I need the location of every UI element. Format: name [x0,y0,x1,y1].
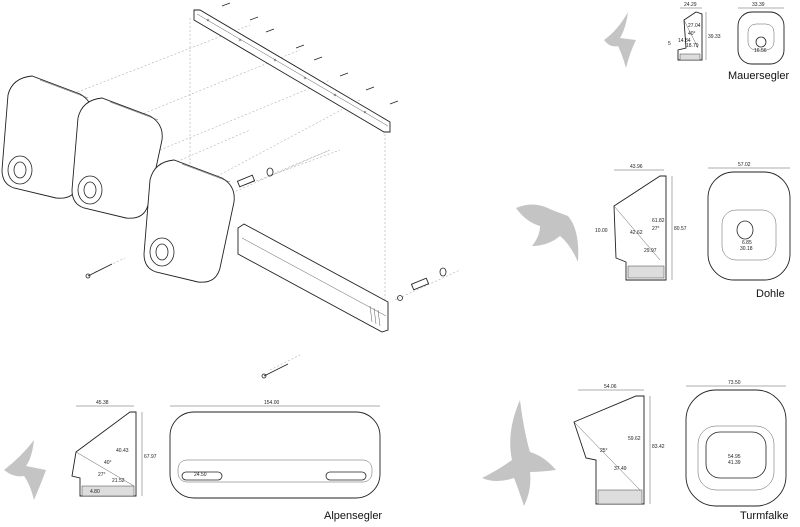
dohle-front-drawing: 57.02 6.85 30.18 [707,162,791,281]
dohle-dim-c: 29.97 [644,248,657,254]
alpensegler-angle: 40° [104,460,112,466]
mauersegler-height-dim: 39.33 [708,34,721,40]
nest-box-3 [143,159,235,283]
turmfalke-top-width-dim: 73.50 [728,380,741,386]
mauersegler-front-drawing: 33.39 16.56 [737,2,785,65]
mauersegler-top-width-dim: 33.39 [752,2,765,8]
mauersegler-dim-d: 5 [668,41,671,47]
turmfalke-dim-b: 37.49 [614,466,627,472]
long-screws [85,263,289,379]
mauersegler-dim-b: 14.84 [678,38,691,44]
bottom-mounting-rail [237,223,389,333]
turmfalke-dim-d: 41.39 [728,460,741,466]
mauersegler-dim-f: 16.56 [754,48,767,54]
turmfalke-width-dim: 54.06 [604,384,617,390]
anchor-dowels [236,167,447,301]
jackdaw-silhouette-icon [516,204,579,262]
mauersegler-section-drawing: 24.29 39.33 27.04 40° 14.84 18.79 5 [668,2,721,61]
turmfalke-front-drawing: 73.50 54.95 41.39 [685,380,787,507]
alpensegler-dim-c: 4.80 [90,489,100,495]
mauersegler-dim-a: 27.04 [688,23,701,29]
dohle-dim-f: 30.18 [740,246,753,252]
kestrel-silhouette-icon [482,400,556,506]
turmfalke-dim-c: 54.95 [728,454,741,460]
alpine-swift-silhouette-icon [4,440,46,500]
exploded-assembly [1,2,461,379]
dohle-angle: 27° [652,226,660,232]
dohle-section-drawing: 43.96 80.57 61.82 27° 42.62 29.97 10.00 [595,164,687,281]
mauersegler-dim-c: 18.79 [686,43,699,49]
alpensegler-width-dim: 45.38 [96,400,109,406]
alpensegler-dim-a: 40.43 [116,448,129,454]
alpensegler-front-drawing: 154.00 24.50 [169,400,381,499]
turmfalke-height-dim: 83.42 [652,444,665,450]
alpensegler-height-dim: 67.97 [144,454,157,460]
dohle-top-width-dim: 57.02 [738,162,751,168]
turmfalke-label: Turmfalke [740,510,789,522]
alpensegler-dim-b: 21.52 [112,478,125,484]
alpensegler-dim-d: 24.50 [194,472,207,478]
turmfalke-dim-a: 59.62 [628,436,641,442]
alpensegler-angle-2: 27° [98,472,106,478]
top-screws [221,2,399,105]
mauersegler-label: Mauersegler [728,70,790,82]
alpensegler-label: Alpensegler [324,510,383,522]
turmfalke-section-drawing: 54.06 83.42 59.62 25° 37.49 [573,384,665,505]
dohle-dim-e: 6.85 [742,240,752,246]
dohle-dim-d: 10.00 [595,228,608,234]
alpensegler-section-drawing: 45.38 67.97 40.43 40° 27° 21.52 4.80 [71,400,157,497]
turmfalke-angle: 25° [600,448,608,454]
dohle-height-dim: 80.57 [674,226,687,232]
dohle-label: Dohle [756,288,785,300]
dohle-dim-b: 42.62 [630,230,643,236]
alpensegler-length-dim: 154.00 [264,400,280,406]
mauersegler-width-dim: 24.29 [684,2,697,8]
dohle-dim-a: 61.82 [652,218,665,224]
dohle-width-dim: 43.96 [630,164,643,170]
top-mounting-rail [193,9,391,133]
mauersegler-angle: 40° [688,31,696,37]
swift-silhouette-icon [604,12,636,68]
